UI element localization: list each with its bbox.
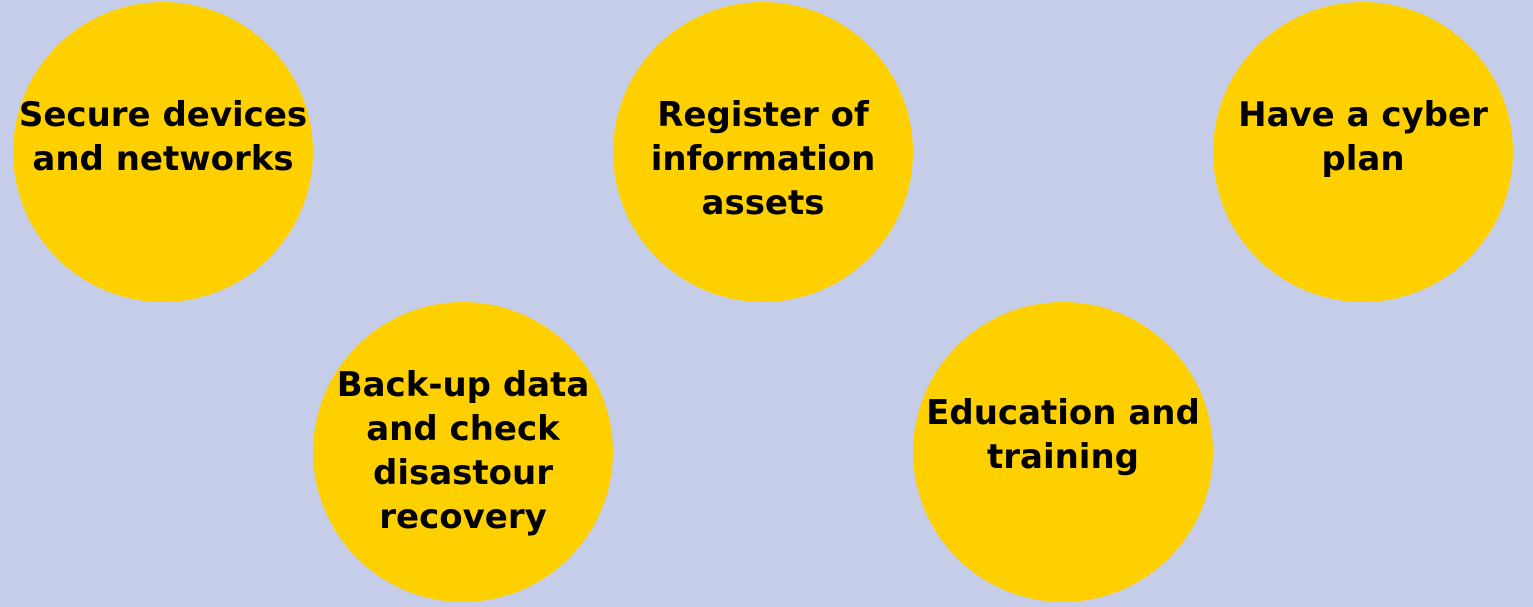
circle-label: Back-up data and check disastour recover… [336, 365, 590, 537]
circle-education-and-training: Education and training [913, 302, 1213, 602]
circle-label: Have a cyber plan [1238, 95, 1488, 179]
circle-label: Secure devices and networks [18, 95, 308, 179]
circle-secure-devices-and-networks: Secure devices and networks [13, 2, 313, 302]
circle-back-up-data-and-check-disaster-recovery: Back-up data and check disastour recover… [313, 302, 613, 602]
circle-have-a-cyber-plan: Have a cyber plan [1213, 2, 1513, 302]
circle-label: Education and training [926, 393, 1200, 477]
circle-label: Register of information assets [650, 95, 876, 223]
circle-register-of-information-assets: Register of information assets [613, 2, 913, 302]
